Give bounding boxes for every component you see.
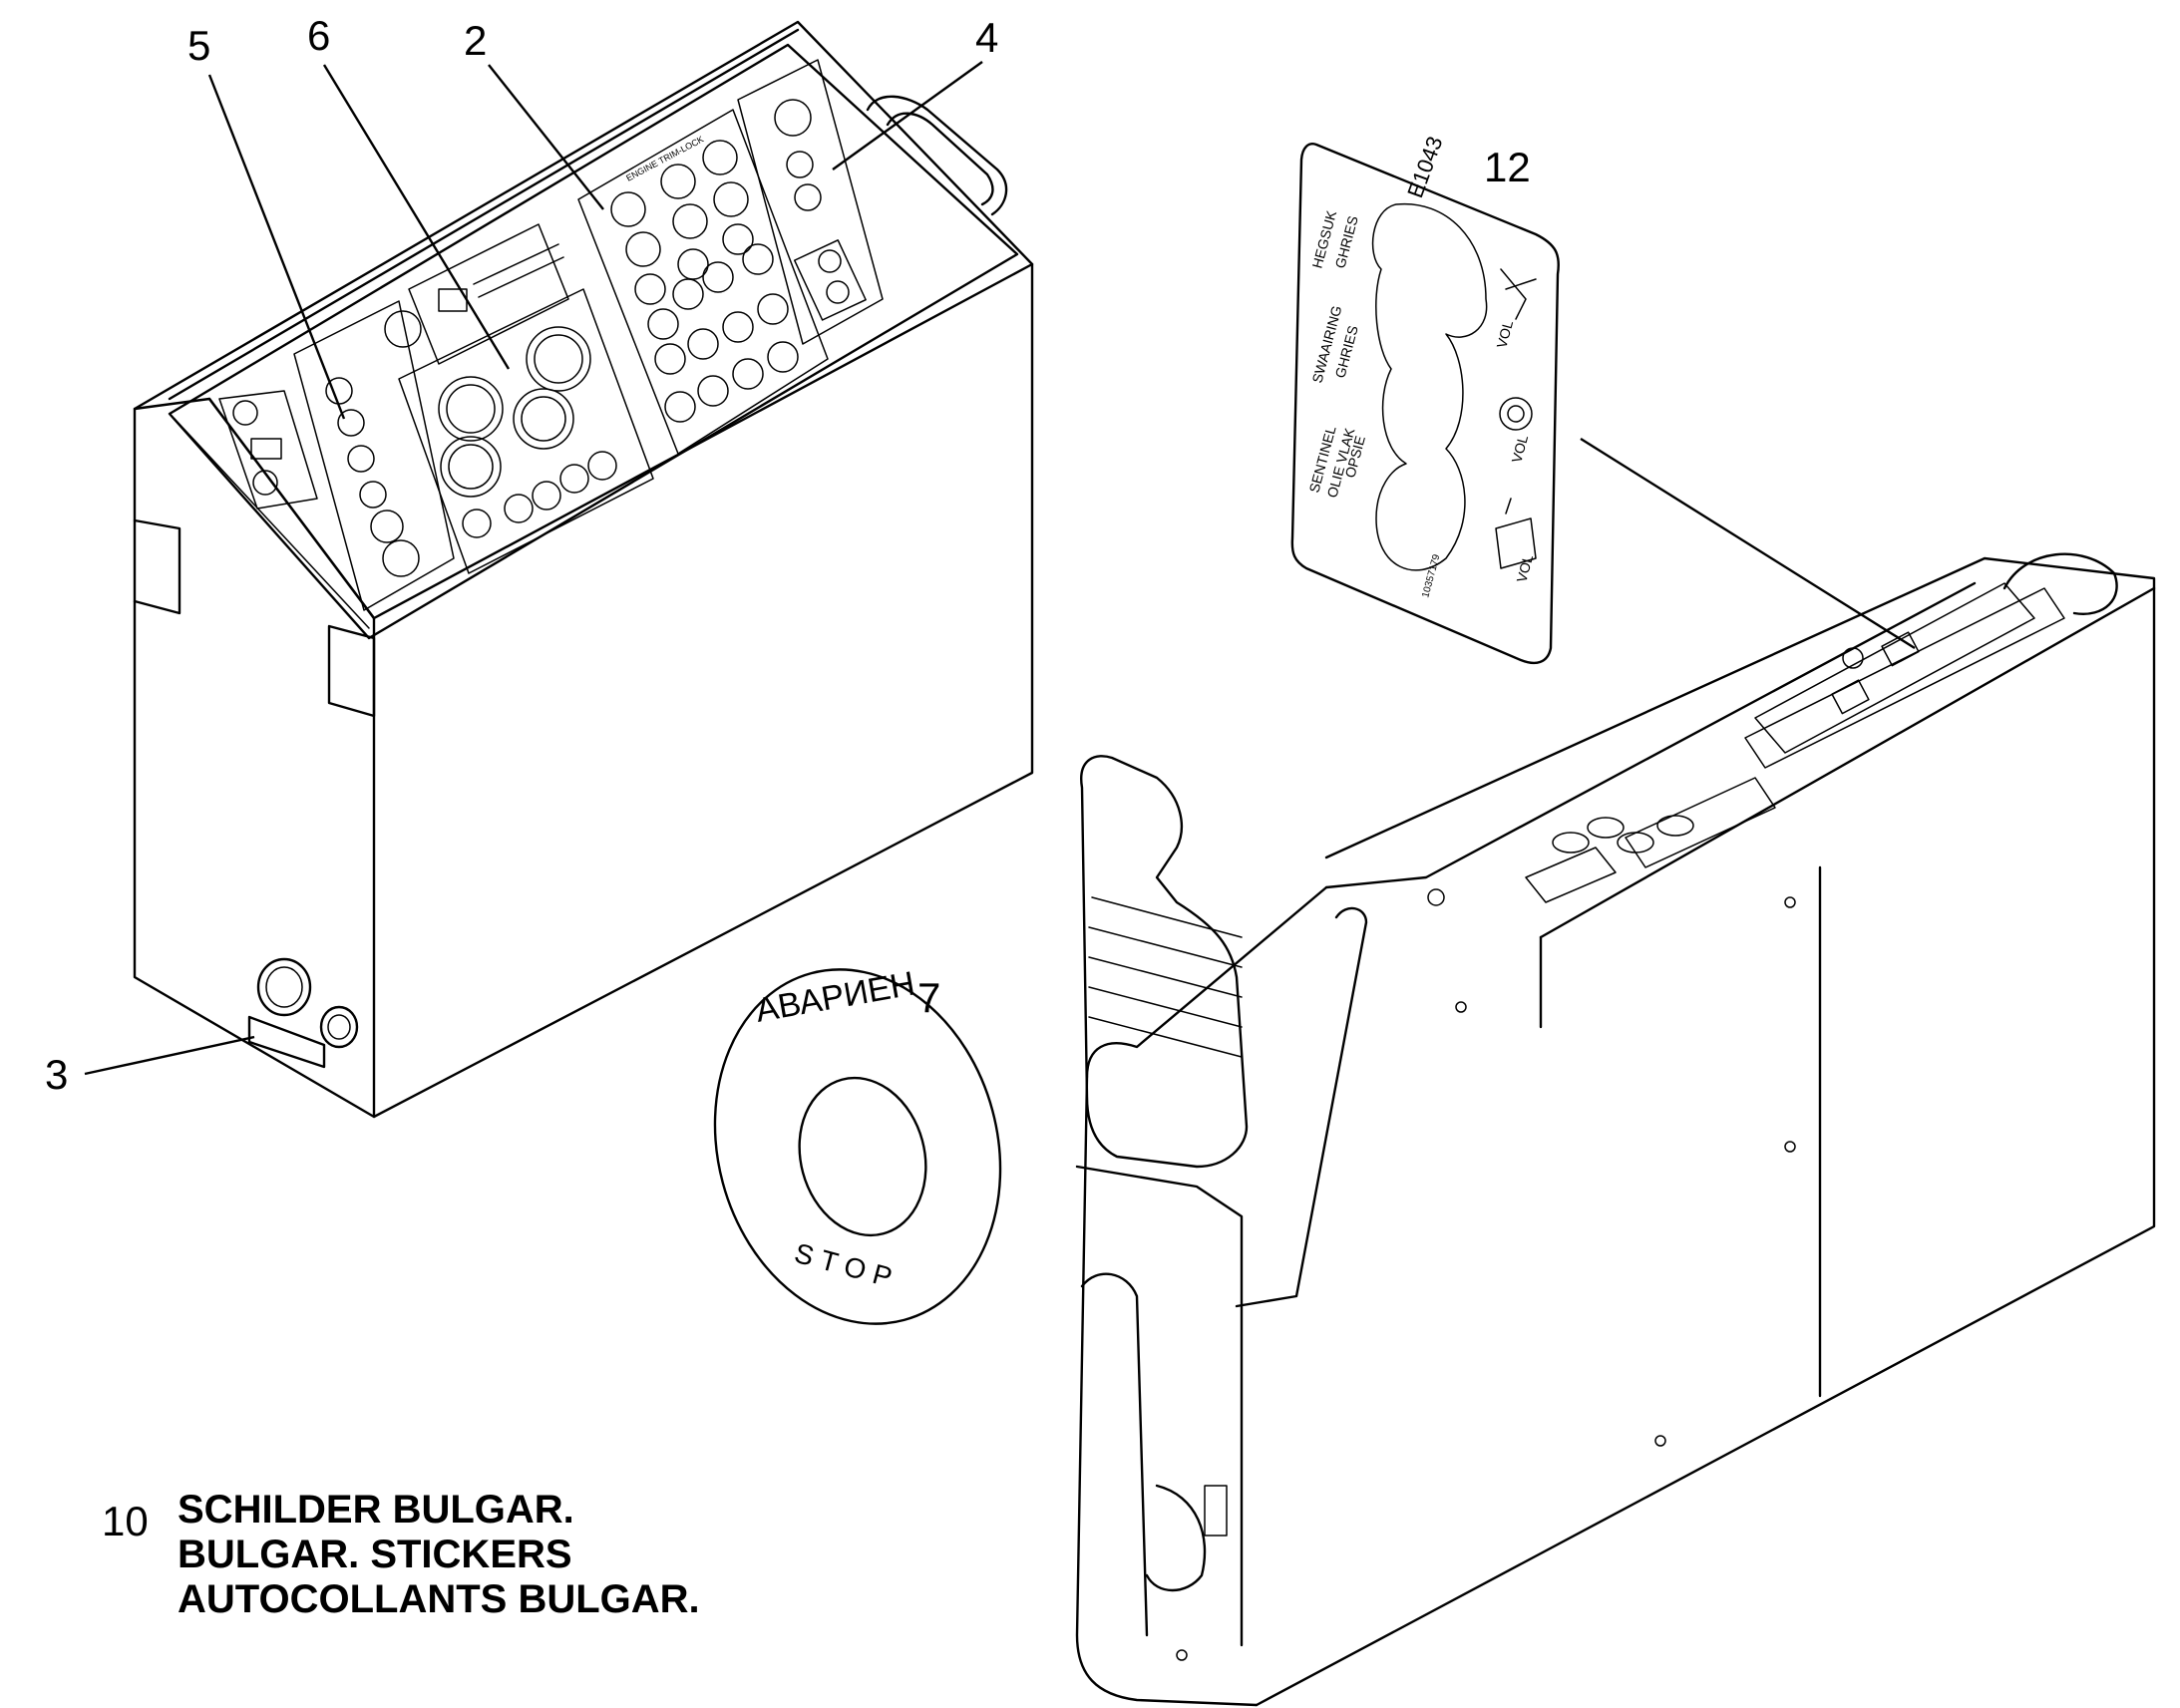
caption: SCHILDER BULGAR. BULGAR. STICKERS AUTOCO…: [178, 1488, 700, 1621]
callout-12: 12: [1484, 144, 1531, 190]
caption-line-3: AUTOCOLLANTS BULGAR.: [178, 1577, 700, 1621]
callout-3: 3: [45, 1051, 68, 1098]
engine-panel-label: ENGINE TRIM-LOCK: [624, 134, 705, 182]
vol-label-1: VOL: [1493, 318, 1516, 349]
stop-decal-top-text: АВАРИЕН: [753, 964, 917, 1029]
grease-decal-code: E1043: [1402, 133, 1447, 200]
callout-6: 6: [307, 12, 330, 59]
panel-5: [293, 300, 455, 611]
grease-gun-icon: [1500, 268, 1537, 320]
gear-icon: [1499, 397, 1533, 431]
callout-4: 4: [975, 14, 998, 61]
operator-console: ENGINE TRIM-LOCK: [133, 20, 1034, 1119]
vol-label-3: VOL: [1513, 552, 1536, 583]
callout-2: 2: [464, 17, 487, 64]
callout-5: 5: [187, 22, 210, 69]
grease-decal: E1043 HEGSUK GHRIES SWAAIRING GHRIES SEN…: [1290, 133, 1560, 664]
stop-decal-bottom-text: STOP: [791, 1237, 903, 1295]
grease-decal-part-no: 10357179: [1420, 553, 1442, 599]
panel-4: [737, 59, 884, 345]
callout-numbers: 5 6 2 4 12 7 3 10: [45, 12, 1531, 1544]
vol-label-2: VOL: [1508, 433, 1531, 464]
emergency-stop-decal: АВАРИЕН STOP: [713, 964, 1002, 1325]
bottom-connectors: [247, 957, 359, 1069]
caption-line-2: BULGAR. STICKERS: [178, 1533, 572, 1576]
panel-6-gauges: [398, 223, 654, 574]
switch-panel: [218, 390, 318, 510]
leader-lines: [84, 61, 1916, 1076]
callout-7: 7: [917, 974, 940, 1021]
armrest-console: [1075, 552, 2156, 1707]
panel-2-buttons: ENGINE TRIM-LOCK: [577, 109, 829, 455]
callout-10: 10: [102, 1498, 149, 1544]
oil-can-icon: [1495, 498, 1537, 569]
caption-line-1: SCHILDER BULGAR.: [178, 1488, 574, 1532]
